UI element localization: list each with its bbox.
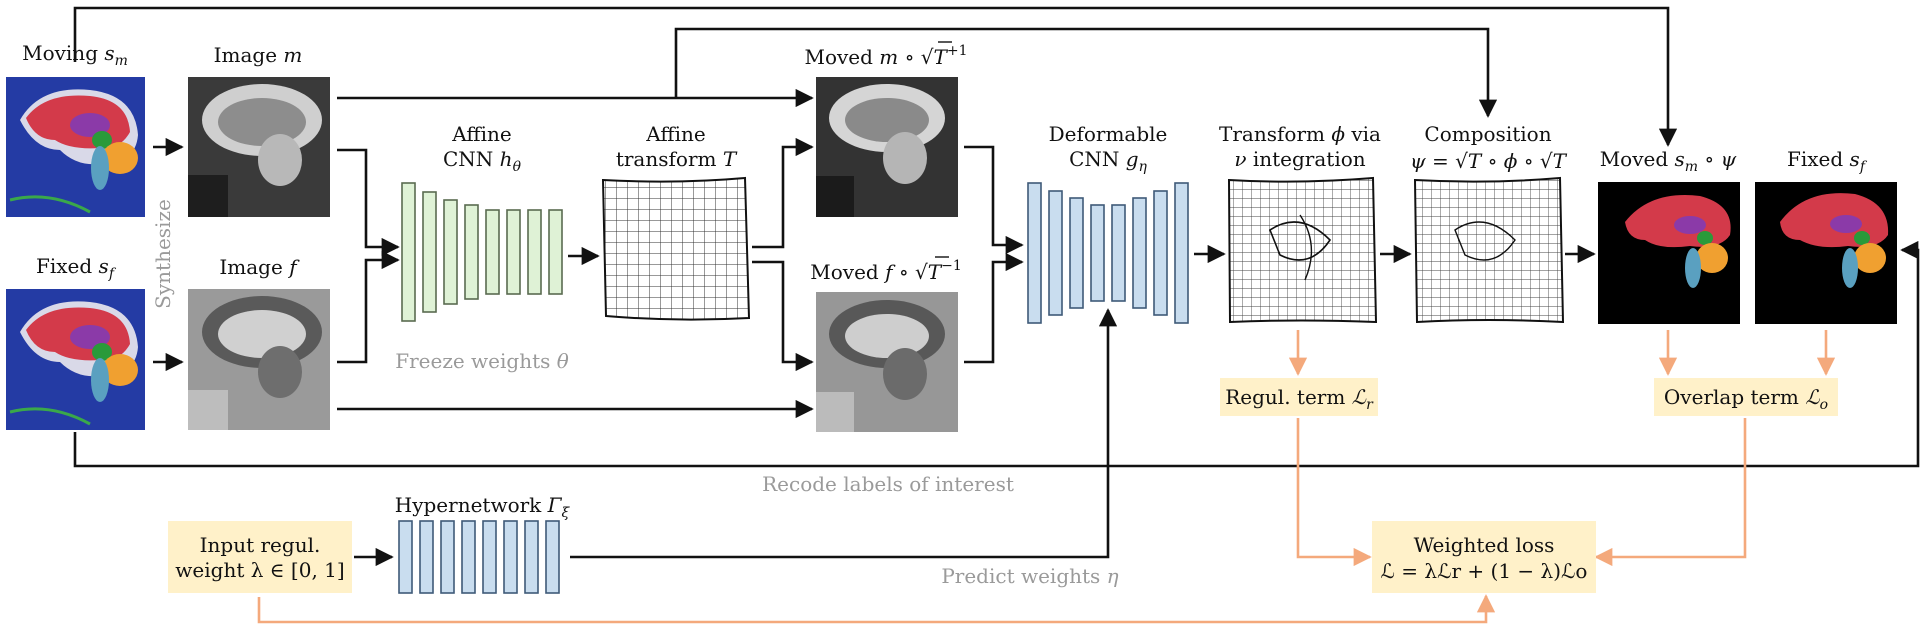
affine-layer — [422, 191, 437, 313]
label-synthesize: Synthesize — [151, 199, 175, 309]
label-affine-transform-1: Affine — [645, 122, 705, 146]
deformable-layer — [1132, 197, 1147, 309]
arrow-input-to-loss — [257, 594, 1496, 624]
arrow-hyper-to-deformable — [570, 308, 1118, 559]
affine-layer — [401, 182, 416, 322]
weighted-loss-box — [1372, 521, 1596, 593]
label-freeze-weights: Freeze weights θ — [395, 349, 569, 373]
phi-deformation-grid — [1227, 176, 1378, 324]
moved-f-mri — [816, 292, 958, 432]
affine-layer — [443, 199, 458, 305]
arrow-overlap-to-loss — [1594, 418, 1747, 567]
hyper-layer — [419, 520, 434, 594]
label-input-regul-1: Input regul. — [200, 533, 321, 557]
black-connectors — [73, 6, 1920, 567]
deformable-layer — [1090, 204, 1105, 302]
hyper-layer — [440, 520, 455, 594]
moved-m-mri — [816, 77, 958, 217]
fixed-s2-image — [1755, 182, 1897, 324]
label-moved-f: Moved f ∘ √T−1 — [810, 258, 961, 284]
affine-layer — [527, 209, 542, 295]
regul-term-box — [1220, 378, 1378, 416]
moving-segmentation-image — [6, 77, 145, 217]
deformable-layer — [1048, 190, 1063, 316]
label-composition-1: Composition — [1424, 122, 1551, 146]
label-moved-s-psi: Moved sm ∘ ψ — [1600, 147, 1737, 175]
fixed-segmentation-image — [6, 289, 145, 430]
label-predict-weights: Predict weights η — [941, 564, 1118, 588]
arrow-m-to-affine — [337, 148, 400, 257]
label-regul-term: Regul. term ℒr — [1225, 385, 1374, 413]
affine-transform-grid — [601, 176, 751, 321]
label-transform-phi-2: ν integration — [1234, 147, 1365, 171]
label-affine-cnn-2: CNN hθ — [443, 147, 522, 175]
affine-layer — [485, 209, 500, 295]
label-overlap-term: Overlap term ℒo — [1664, 385, 1828, 413]
label-deformable-2: CNN gη — [1069, 147, 1147, 175]
deformable-layer — [1153, 190, 1168, 316]
label-affine-transform-2: transform T — [616, 147, 738, 171]
label-affine-cnn-1: Affine — [451, 122, 511, 146]
label-recode: Recode labels of interest — [762, 472, 1014, 496]
affine-layer — [548, 209, 563, 295]
arrow-moved-f-to-deformable — [964, 252, 1024, 364]
arrow-moving-to-moved-s — [73, 6, 1678, 147]
label-image-f: Image f — [219, 255, 300, 279]
hyper-layer — [545, 520, 560, 594]
label-moving-s: Moving sm — [22, 41, 128, 69]
image-f-mri — [188, 289, 330, 430]
affine-cnn-blocks — [401, 182, 563, 322]
deformable-layer — [1111, 204, 1126, 302]
arrow-regul-to-loss — [1296, 418, 1372, 567]
label-deformable-1: Deformable — [1049, 122, 1168, 146]
deformable-cnn-blocks — [1027, 182, 1189, 324]
psi-composition-grid — [1413, 176, 1565, 324]
orange-connectors — [257, 330, 1836, 624]
label-input-regul-2: weight λ ∈ [0, 1] — [175, 558, 344, 582]
arrow-T-to-moved-f — [752, 260, 814, 372]
moved-s-psi-image — [1598, 182, 1740, 324]
arrow-T-to-moved-m — [752, 137, 814, 249]
hyper-layer — [524, 520, 539, 594]
label-transform-phi-1: Transform ϕ via — [1219, 122, 1381, 146]
affine-layer — [506, 209, 521, 295]
label-composition-2: ψ = √T ∘ ϕ ∘ √T — [1410, 149, 1568, 173]
deformable-layer — [1027, 182, 1042, 324]
hyper-layer — [461, 520, 476, 594]
label-image-m: Image m — [214, 43, 303, 67]
image-m-mri — [188, 77, 330, 217]
deformable-layer — [1174, 182, 1189, 324]
label-weighted-loss-1: Weighted loss — [1414, 533, 1555, 557]
hypernetwork-blocks — [398, 520, 560, 594]
arrow-T-to-composition — [674, 27, 1498, 118]
label-moved-m: Moved m ∘ √T+1 — [804, 43, 967, 69]
input-regul-box — [168, 521, 352, 593]
label-fixed-s: Fixed sf — [36, 254, 117, 282]
arrow-moved-m-to-deformable — [964, 145, 1024, 255]
label-weighted-loss-2: ℒ = λℒr + (1 − λ)ℒo — [1381, 559, 1588, 583]
hyper-layer — [482, 520, 497, 594]
overlap-term-box — [1654, 378, 1838, 416]
arrow-fixed-loop — [73, 240, 1920, 468]
arrow-f-to-affine — [337, 250, 400, 364]
hyper-layer — [398, 520, 413, 594]
deformable-layer — [1069, 197, 1084, 309]
hyper-layer — [503, 520, 518, 594]
label-hypernetwork: Hypernetwork Γξ — [395, 493, 571, 521]
affine-layer — [464, 204, 479, 300]
label-fixed-s2: Fixed sf — [1787, 147, 1868, 175]
